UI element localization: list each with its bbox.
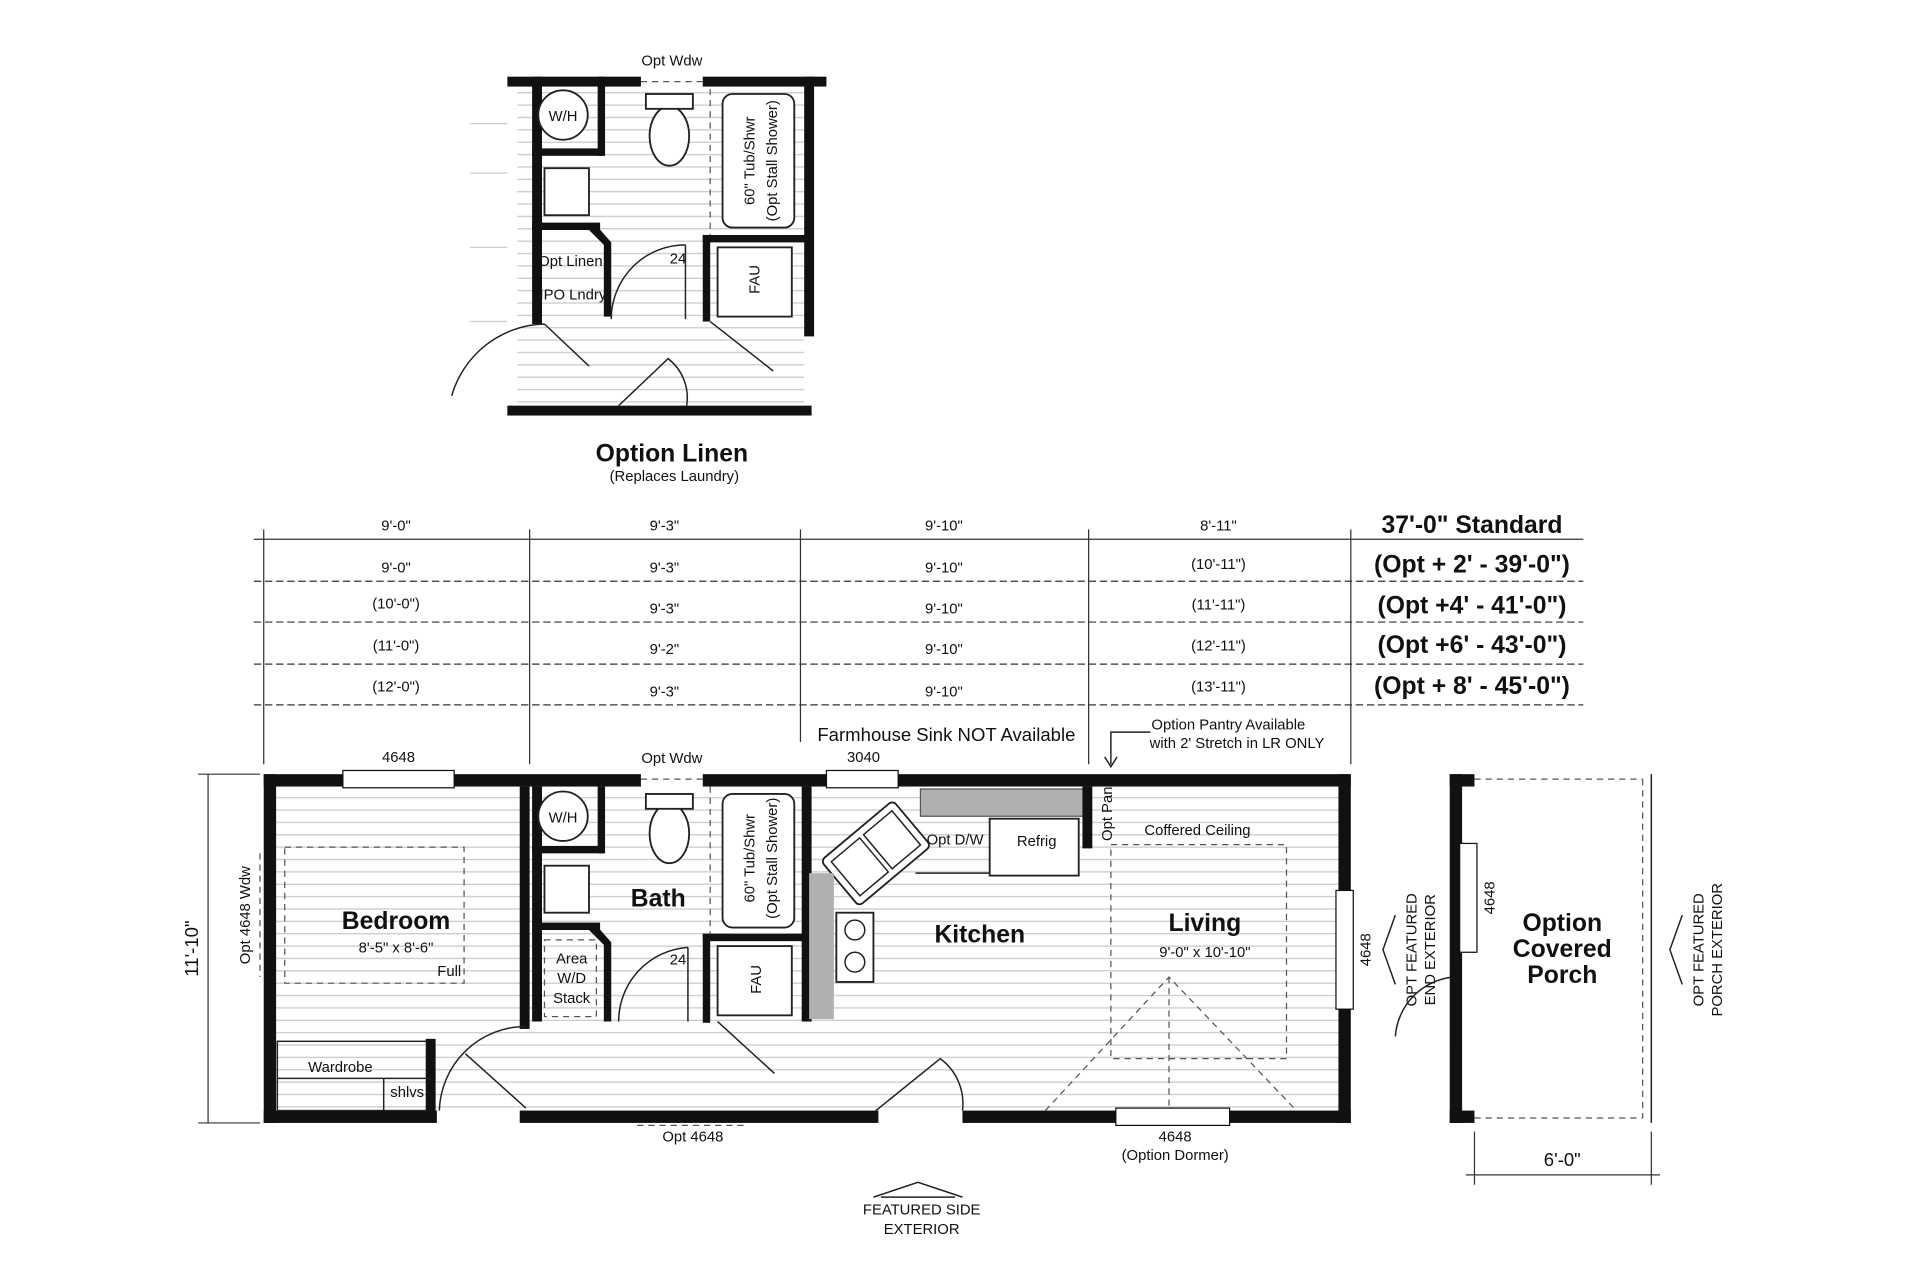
end-exterior-label-1: OPT FEATURED [1404, 893, 1420, 1006]
bath-label: Bath [631, 886, 686, 913]
porch-exterior-label-1: OPT FEATURED [1691, 893, 1707, 1006]
linen-opt-window-label: Opt Wdw [641, 54, 702, 70]
porch-window-label: 4648 [1482, 881, 1498, 914]
pantry-note-line2: with 2' Stretch in LR ONLY [1149, 736, 1325, 752]
coffered-ceiling-label: Coffered Ceiling [1144, 823, 1250, 839]
porch-exterior-marker-icon [1669, 914, 1683, 985]
dim-cell: (12'-11") [1191, 639, 1246, 655]
dim-cell: 9'-0" [381, 519, 411, 535]
dim-cell: 9'-10" [925, 684, 963, 700]
dim-cell: (10'-0") [372, 596, 420, 612]
dim-cell: 9'-10" [925, 601, 963, 617]
porch-label-2: Covered [1513, 936, 1612, 963]
kitchen-window-label: 3040 [847, 750, 880, 766]
dim-cell: (12'-0") [372, 679, 420, 695]
dim-row-label: (Opt +6' - 43'-0") [1378, 632, 1567, 659]
dim-row-label: (Opt + 2' - 39'-0") [1374, 552, 1570, 579]
opt-linen-label: Opt Linen [538, 254, 602, 270]
dim-row-label: (Opt +4' - 41'-0") [1378, 592, 1567, 619]
bedroom-window-label: 4648 [382, 750, 415, 766]
side-exterior-marker-icon [873, 1181, 963, 1198]
end-window-label: 4648 [1359, 933, 1375, 966]
main-floor-plan [259, 769, 1354, 1127]
living-label: Living [1168, 910, 1241, 937]
bath-opt-window-label: Opt Wdw [641, 751, 702, 767]
linen-door-24-label: 24 [670, 251, 687, 267]
door-24-label: 24 [670, 953, 687, 969]
bedroom-size: 8'-5" x 8'-6" [359, 940, 434, 956]
dim-cell: 9'-0" [381, 561, 411, 577]
linen-tub-option-label: (Opt Stall Shower) [765, 100, 781, 221]
dim-cell: 9'-10" [925, 561, 963, 577]
option-linen-plan: Opt Wdw W/H 60" Tub/Shwr (Opt Stall Show… [450, 54, 827, 485]
linen-fau-label: FAU [748, 265, 764, 294]
dim-cell: 8'-11" [1200, 519, 1237, 535]
bedroom-label: Bedroom [342, 908, 451, 935]
dim-cell: (11'-0") [373, 639, 420, 655]
ipo-laundry-label: (IPO Lndry) [535, 287, 612, 303]
tub-option-label: (Opt Stall Shower) [765, 798, 781, 919]
dim-cell: (11'-11") [1192, 598, 1246, 614]
porch-width-dimension: 6'-0" [1544, 1149, 1581, 1170]
option-linen-title: Option Linen [596, 440, 748, 467]
dim-cell: 9'-3" [650, 561, 680, 577]
dim-row-label: 37'-0" Standard [1381, 512, 1562, 539]
laundry-wd-label: W/D [557, 971, 586, 987]
pantry-note-line1: Option Pantry Available [1151, 718, 1305, 734]
farmhouse-sink-note: Farmhouse Sink NOT Available [817, 724, 1075, 745]
end-exterior-label-2: END EXTERIOR [1423, 894, 1439, 1006]
dim-cell: 9'-10" [925, 519, 963, 535]
bottom-opt-window-label: Opt 4648 [662, 1129, 723, 1145]
end-exterior-marker-icon [1382, 914, 1397, 985]
porch-plan [1394, 774, 1653, 1123]
option-linen-subtitle: (Replaces Laundry) [610, 469, 739, 485]
water-heater-label: W/H [549, 810, 578, 826]
dishwasher-label: Opt D/W [927, 833, 984, 849]
laundry-area-label: Area [556, 951, 588, 967]
side-exterior-label-2: EXTERIOR [884, 1222, 960, 1238]
tub-label: 60" Tub/Shwr [743, 814, 759, 903]
dim-cell: 9'-10" [925, 642, 963, 658]
bed-full-label: Full [437, 964, 461, 980]
wardrobe-label: Wardrobe [308, 1060, 373, 1076]
porch-label-3: Porch [1527, 962, 1597, 989]
dormer-window-sub-label: (Option Dormer) [1122, 1148, 1229, 1164]
dimension-table: 9'-0" 9'-3" 9'-10" 8'-11" 37'-0" Standar… [253, 512, 1584, 765]
fau-label: FAU [749, 965, 765, 994]
shelves-label: shlvs [390, 1085, 424, 1101]
kitchen-label: Kitchen [934, 921, 1025, 948]
dim-row-label: (Opt + 8' - 45'-0") [1374, 673, 1570, 700]
dim-cell: 9'-3" [650, 519, 680, 535]
dormer-window-label: 4648 [1159, 1129, 1192, 1145]
porch-exterior-label-2: PORCH EXTERIOR [1710, 883, 1726, 1017]
side-exterior-label-1: FEATURED SIDE [863, 1202, 981, 1218]
pantry-arrow-icon [1104, 731, 1151, 769]
plan-width-dimension: 11'-10" [181, 920, 202, 976]
living-size: 9'-0" x 10'-10" [1159, 945, 1250, 961]
bedroom-side-window-label: Opt 4648 Wdw [238, 866, 254, 964]
dim-cell: (10'-11") [1191, 557, 1246, 573]
linen-tub-label: 60" Tub/Shwr [743, 116, 759, 205]
dim-cell: (13'-11") [1191, 679, 1246, 695]
dim-cell: 9'-2" [650, 642, 680, 658]
dim-cell: 9'-3" [650, 684, 680, 700]
opt-pantry-label: Opt Pan [1100, 787, 1116, 841]
laundry-stack-label: Stack [553, 991, 591, 1007]
dim-cell: 9'-3" [650, 601, 680, 617]
linen-water-heater-label: W/H [549, 109, 578, 125]
refrigerator-label: Refrig [1017, 834, 1057, 850]
porch-label-1: Option [1522, 910, 1602, 937]
